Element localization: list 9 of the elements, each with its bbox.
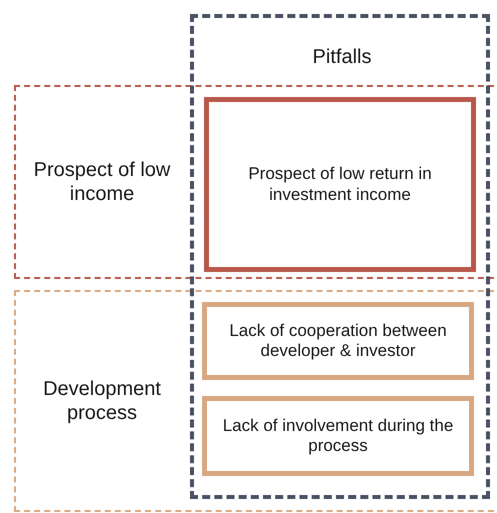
row-heading: Development process xyxy=(42,377,162,425)
pitfall-box xyxy=(204,97,476,272)
pitfall-box xyxy=(202,396,474,476)
pitfall-text: Prospect of low return in investment income xyxy=(247,164,433,205)
pitfall-text: Lack of involvement during the process xyxy=(222,416,454,456)
column-heading: Pitfalls xyxy=(312,45,372,69)
row-heading: Prospect of low income xyxy=(32,158,172,206)
pitfall-box xyxy=(202,302,474,380)
pitfall-text: Lack of cooperation between developer & investor xyxy=(228,320,448,362)
